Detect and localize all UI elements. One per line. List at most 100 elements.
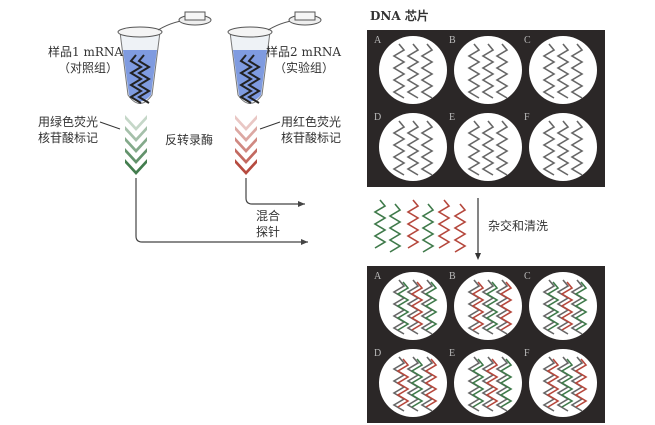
well-label: F	[524, 348, 530, 359]
probe-helix	[495, 120, 509, 176]
labeled-probes	[373, 199, 467, 253]
chevron-arrow	[235, 126, 257, 142]
tube-rim	[117, 26, 163, 38]
probe-helix	[406, 199, 420, 249]
well-label: D	[374, 112, 381, 123]
probe-helix	[424, 281, 438, 331]
probe-helix	[574, 358, 588, 408]
well-label: E	[449, 112, 455, 123]
red-label-arrows	[235, 115, 257, 175]
probe-helix	[542, 43, 556, 99]
well-A: A	[374, 35, 447, 104]
arrow-head	[475, 253, 481, 260]
probe-helix	[481, 43, 495, 99]
well-A: A	[374, 271, 447, 340]
sample1-tube	[117, 11, 212, 104]
probe-helix	[396, 281, 410, 331]
well-C: C	[524, 271, 597, 340]
chevron-arrow	[125, 115, 147, 131]
probe-helix	[373, 199, 387, 249]
tube-liquid	[233, 50, 267, 102]
probe-helix	[542, 120, 556, 176]
well-F: F	[524, 112, 597, 181]
chevron-arrow	[235, 159, 257, 175]
well-B: B	[449, 271, 522, 340]
well-E: E	[449, 348, 522, 417]
well-spot	[529, 113, 597, 181]
tube-cap-top	[184, 11, 206, 21]
mix-probe-label: 混合探针	[256, 209, 281, 239]
probe-helix	[546, 281, 560, 331]
probe-helix	[546, 358, 560, 408]
tube-liquid	[123, 50, 157, 102]
well-label: A	[374, 35, 382, 46]
probe-helix	[421, 203, 435, 253]
green-label-arrows	[125, 115, 147, 175]
probe-helix	[471, 281, 485, 331]
probe-helix	[499, 281, 513, 331]
well-B: B	[449, 35, 522, 104]
probe-helix	[574, 281, 588, 331]
probe-helix	[437, 199, 451, 249]
probe-helix	[570, 120, 584, 176]
hybridize-label: 杂交和清洗	[488, 219, 549, 233]
chevron-arrow	[125, 148, 147, 164]
well-label: A	[374, 271, 382, 282]
well-spot	[529, 36, 597, 104]
probe-helix	[410, 358, 424, 408]
enzyme-label: 反转录酶	[165, 133, 214, 147]
red-label: 用红色荧光核苷酸标记	[281, 115, 342, 145]
chevron-arrow	[235, 137, 257, 153]
probe-helix	[424, 358, 438, 408]
tube-rim	[227, 26, 273, 38]
chevron-arrow	[125, 126, 147, 142]
mrna-strand	[239, 54, 253, 104]
mrna-strand	[247, 54, 261, 104]
well-E: E	[449, 112, 522, 181]
probe-helix	[406, 43, 420, 99]
well-label: C	[524, 271, 531, 282]
chevron-arrow	[125, 137, 147, 153]
probe-helix	[481, 120, 495, 176]
well-spot	[379, 36, 447, 104]
chevron-arrow	[125, 159, 147, 175]
chevron-arrow	[235, 148, 257, 164]
well-F: F	[524, 348, 597, 417]
probe-helix	[570, 43, 584, 99]
well-label: B	[449, 271, 456, 282]
well-label: C	[524, 35, 531, 46]
well-label: D	[374, 348, 381, 359]
green-label: 用绿色荧光核苷酸标记	[38, 115, 99, 145]
red-flow-line	[245, 178, 305, 205]
arrow-head	[301, 239, 308, 245]
probe-helix	[410, 281, 424, 331]
tube-cap-top	[294, 11, 316, 21]
probe-helix	[471, 358, 485, 408]
well-spot	[379, 113, 447, 181]
well-label: F	[524, 112, 530, 123]
well-D: D	[374, 348, 447, 417]
probe-helix	[420, 43, 434, 99]
probe-helix	[485, 358, 499, 408]
probe-helix	[560, 281, 574, 331]
probe-helix	[392, 120, 406, 176]
sample2-label: 样品2 mRNA（实验组）	[266, 45, 342, 75]
leader-line	[99, 121, 121, 130]
probe-helix	[560, 358, 574, 408]
probe-helix	[467, 120, 481, 176]
probe-helix	[388, 203, 402, 253]
mrna-strand	[129, 54, 143, 104]
arrow-head	[298, 201, 305, 207]
well-C: C	[524, 35, 597, 104]
well-spot	[454, 113, 522, 181]
mrna-strand	[137, 54, 151, 104]
sample1-label: 样品1 mRNA（对照组）	[48, 45, 124, 75]
probe-helix	[467, 43, 481, 99]
well-D: D	[374, 112, 447, 181]
probe-helix	[420, 120, 434, 176]
probe-helix	[485, 281, 499, 331]
probe-helix	[499, 358, 513, 408]
leader-line	[259, 121, 281, 130]
